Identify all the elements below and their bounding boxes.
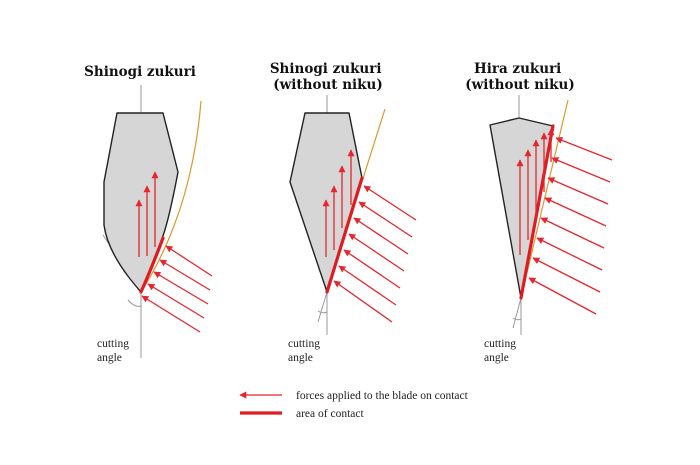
panel-2-contact-area [325, 176, 364, 294]
panel-3-force-arrow-5 [540, 217, 605, 249]
panel-2-force-arrow-7 [333, 280, 393, 323]
panel-3-force-arrow-6 [536, 237, 603, 271]
panel-2-force-arrow-3 [353, 217, 409, 255]
panel-1-force-arrow-2 [159, 259, 211, 291]
panel-1-angle-arc [127, 299, 142, 307]
panel-3-horizontal-forces [528, 137, 613, 315]
panel-hira-zukuri-without-niku: Hira zukuri (without niku) [465, 61, 613, 364]
panel-2-vertical-forces [322, 149, 355, 257]
panel-1-contact-area [139, 236, 165, 294]
panel-3-title: Hira zukuri (without niku) [465, 61, 574, 93]
panel-2-force-arrow-5 [343, 249, 401, 289]
panel-3-angle-arc [512, 317, 522, 321]
panel-2-force-arrow-4 [348, 233, 405, 272]
panel-2-angle-arc [317, 310, 328, 314]
panel-2-horizontal-forces [333, 185, 417, 323]
panel-2-force-arrow-2 [358, 201, 413, 238]
panel-1-force-arrow-1 [165, 245, 213, 277]
panel-shinogi-zukuri: Shinogi zukuri cutting angle [84, 64, 213, 364]
panel-3-force-arrow-7 [532, 257, 601, 293]
panel-3-cutting-angle-label: cutting angle [484, 338, 519, 364]
panel-2-cutting-angle-line [317, 291, 328, 323]
panel-3-cutting-angle-line [512, 297, 522, 329]
panel-3-vertical-forces [516, 128, 555, 255]
panel-3-force-arrow-2 [551, 157, 611, 183]
panel-3-contact-area [519, 124, 555, 300]
panel-2-title: Shinogi zukuri (without niku) [270, 61, 386, 93]
panel-1-blade-cross-section [103, 112, 179, 293]
legend-contact-label: area of contact [296, 408, 364, 420]
panel-1-force-arrow-4 [147, 283, 205, 319]
panel-1-title: Shinogi zukuri [84, 64, 196, 80]
legend: forces applied to the blade on contact a… [239, 390, 469, 420]
panel-shinogi-zukuri-without-niku: Shinogi zukuri (without niku) cutting [270, 61, 417, 364]
panel-3-force-arrow-3 [547, 177, 609, 205]
panel-2-cutting-angle-label: cutting angle [288, 338, 323, 364]
panel-1-force-arrow-3 [153, 271, 209, 305]
panel-1-force-arrow-5 [141, 295, 201, 333]
panel-1-vertical-forces [135, 171, 159, 257]
panel-2-force-arrow-6 [338, 265, 397, 306]
legend-forces-label: forces applied to the blade on contact [296, 390, 469, 402]
panel-1-horizontal-forces [141, 245, 213, 333]
panel-1-cutting-angle-label: cutting angle [97, 338, 132, 364]
panel-3-force-arrow-1 [555, 137, 613, 161]
panel-2-force-arrow-1 [363, 185, 417, 221]
panel-1-edge-curve [140, 100, 202, 293]
panel-3-force-arrow-8 [528, 277, 597, 315]
panel-3-force-arrow-4 [544, 197, 607, 227]
